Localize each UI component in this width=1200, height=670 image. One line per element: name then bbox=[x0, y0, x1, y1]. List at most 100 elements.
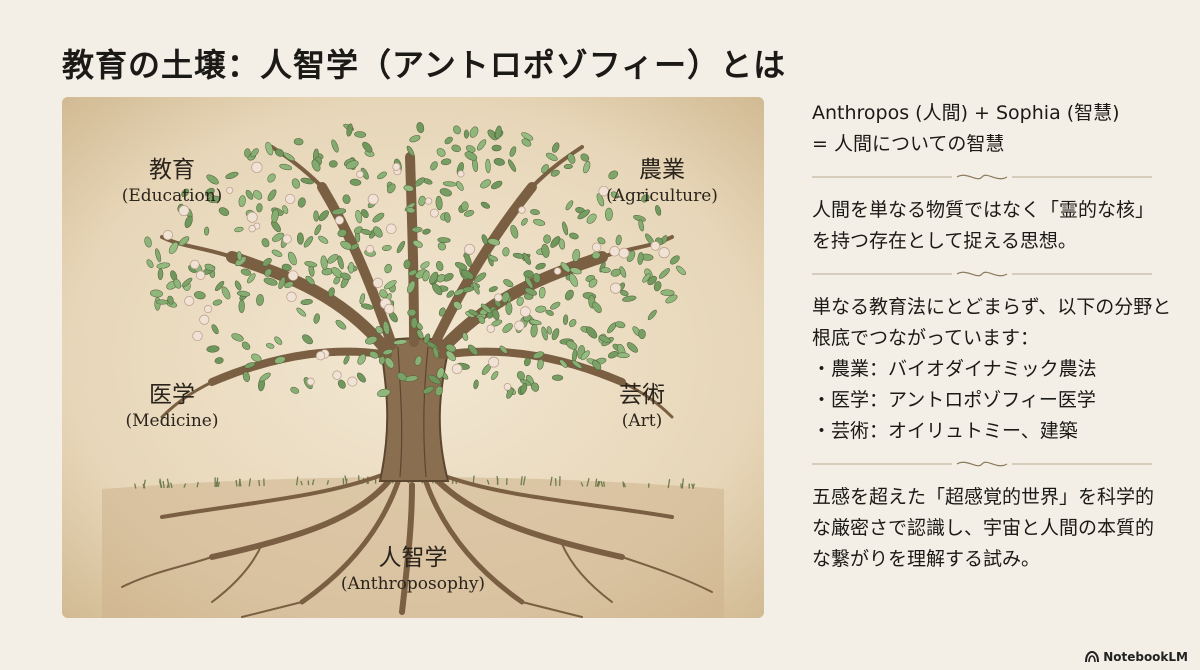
leaf-shape bbox=[231, 333, 244, 342]
blossom-shape bbox=[184, 296, 195, 306]
leaf-shape bbox=[436, 261, 444, 271]
leaf-shape bbox=[291, 178, 300, 189]
leaf-shape bbox=[474, 272, 487, 283]
grass-blade bbox=[594, 478, 598, 487]
leaf-shape bbox=[244, 148, 251, 158]
leaf-shape bbox=[523, 270, 534, 279]
leaf-shape bbox=[505, 301, 513, 316]
leaf-shape bbox=[435, 385, 443, 397]
leaf-shape bbox=[372, 212, 385, 223]
leaf-shape bbox=[430, 161, 438, 171]
leaf-shape bbox=[284, 281, 294, 289]
blossom-shape bbox=[592, 242, 602, 252]
label-education: 教育 (Education) bbox=[102, 155, 242, 207]
leaf-shape bbox=[362, 141, 373, 153]
grass-blade bbox=[522, 476, 526, 486]
leaf-shape bbox=[377, 388, 391, 398]
leaf-shape bbox=[503, 279, 514, 288]
leaf-shape bbox=[580, 153, 590, 162]
blossom-shape bbox=[518, 206, 526, 214]
leaf-shape bbox=[665, 294, 678, 304]
leaf-shape bbox=[583, 160, 591, 174]
leaf-shape bbox=[296, 232, 304, 245]
leaf-shape bbox=[360, 303, 374, 310]
leaf-shape bbox=[453, 125, 461, 135]
grass-blade bbox=[142, 483, 146, 489]
leaf-shape bbox=[384, 280, 397, 290]
leaf-shape bbox=[328, 287, 335, 298]
leaf-shape bbox=[337, 379, 346, 389]
leaf-shape bbox=[264, 268, 272, 277]
leaf-shape bbox=[616, 352, 630, 359]
leaf-shape bbox=[436, 148, 446, 157]
leaf-shape bbox=[520, 383, 528, 395]
grass-blade bbox=[586, 478, 590, 487]
leaf-shape bbox=[453, 288, 465, 296]
leaf-shape bbox=[414, 355, 422, 366]
leaf-shape bbox=[444, 136, 453, 145]
grass-blade bbox=[217, 481, 220, 488]
leaf-shape bbox=[242, 371, 250, 382]
fields-list: ・農業：バイオダイナミック農法 ・医学：アントロポゾフィー医学 ・芸術：オイリュ… bbox=[812, 354, 1172, 447]
leaf-shape bbox=[600, 267, 611, 273]
label-agriculture-jp: 農業 bbox=[639, 157, 685, 183]
grass-blade bbox=[300, 480, 303, 486]
leaf-shape bbox=[267, 173, 276, 183]
blossom-shape bbox=[464, 243, 476, 255]
leaf-shape bbox=[485, 158, 491, 174]
aim-text: 五感を超えた「超感覚的世界」を科学的な厳密さで認識し、宇宙と人間の本質的 な繋が… bbox=[812, 486, 1174, 570]
blossom-shape bbox=[618, 247, 630, 259]
leaf-shape bbox=[377, 171, 387, 180]
grass-blade bbox=[326, 480, 330, 485]
leaf-shape bbox=[293, 138, 304, 146]
leaf-shape bbox=[446, 290, 455, 298]
grass-blade bbox=[486, 479, 490, 485]
leaf-shape bbox=[572, 248, 581, 262]
leaf-shape bbox=[463, 129, 469, 139]
blossom-shape bbox=[334, 215, 345, 225]
blossom-shape bbox=[347, 376, 358, 387]
label-art-en: (Art) bbox=[621, 411, 663, 431]
blossom-shape bbox=[306, 377, 315, 386]
tree-illustration: 教育 (Education) 農業 (Agriculture) 医学 (Medi… bbox=[62, 97, 764, 618]
blossom-shape bbox=[365, 245, 375, 254]
leaf-shape bbox=[439, 188, 452, 197]
leaf-shape bbox=[300, 177, 315, 185]
leaf-shape bbox=[340, 272, 351, 280]
leaf-shape bbox=[558, 238, 566, 250]
blossom-shape bbox=[162, 230, 173, 241]
leaf-shape bbox=[365, 336, 378, 345]
leaf-shape bbox=[251, 353, 262, 362]
leaf-shape bbox=[281, 263, 292, 272]
leaf-shape bbox=[386, 183, 396, 194]
blossom-shape bbox=[650, 241, 661, 251]
leaf-shape bbox=[403, 184, 414, 192]
leaf-shape bbox=[300, 298, 313, 306]
leaf-shape bbox=[569, 319, 577, 328]
leaf-shape bbox=[349, 178, 362, 186]
leaf-shape bbox=[406, 207, 416, 214]
blossom-shape bbox=[519, 306, 531, 317]
label-anthroposophy-en: (Anthroposophy) bbox=[340, 574, 486, 594]
leaf-shape bbox=[305, 275, 315, 285]
leaf-shape bbox=[577, 209, 590, 220]
grass-blade bbox=[159, 478, 163, 489]
leaf-shape bbox=[155, 248, 162, 263]
leaf-shape bbox=[204, 263, 216, 272]
leaf-shape bbox=[550, 301, 561, 310]
leaf-shape bbox=[440, 158, 452, 166]
leaf-shape bbox=[173, 278, 182, 289]
leaf-shape bbox=[445, 350, 456, 362]
leaf-shape bbox=[516, 296, 524, 306]
leaf-shape bbox=[541, 164, 549, 174]
leaf-shape bbox=[493, 158, 505, 166]
leaf-shape bbox=[596, 193, 605, 207]
leaf-shape bbox=[343, 355, 350, 365]
leaf-shape bbox=[647, 309, 657, 320]
label-education-en: (Education) bbox=[121, 186, 223, 206]
leaf-shape bbox=[491, 180, 503, 190]
leaf-shape bbox=[283, 152, 295, 162]
blossom-shape bbox=[514, 320, 525, 331]
grass-blade bbox=[258, 479, 261, 487]
leaf-shape bbox=[437, 237, 451, 243]
